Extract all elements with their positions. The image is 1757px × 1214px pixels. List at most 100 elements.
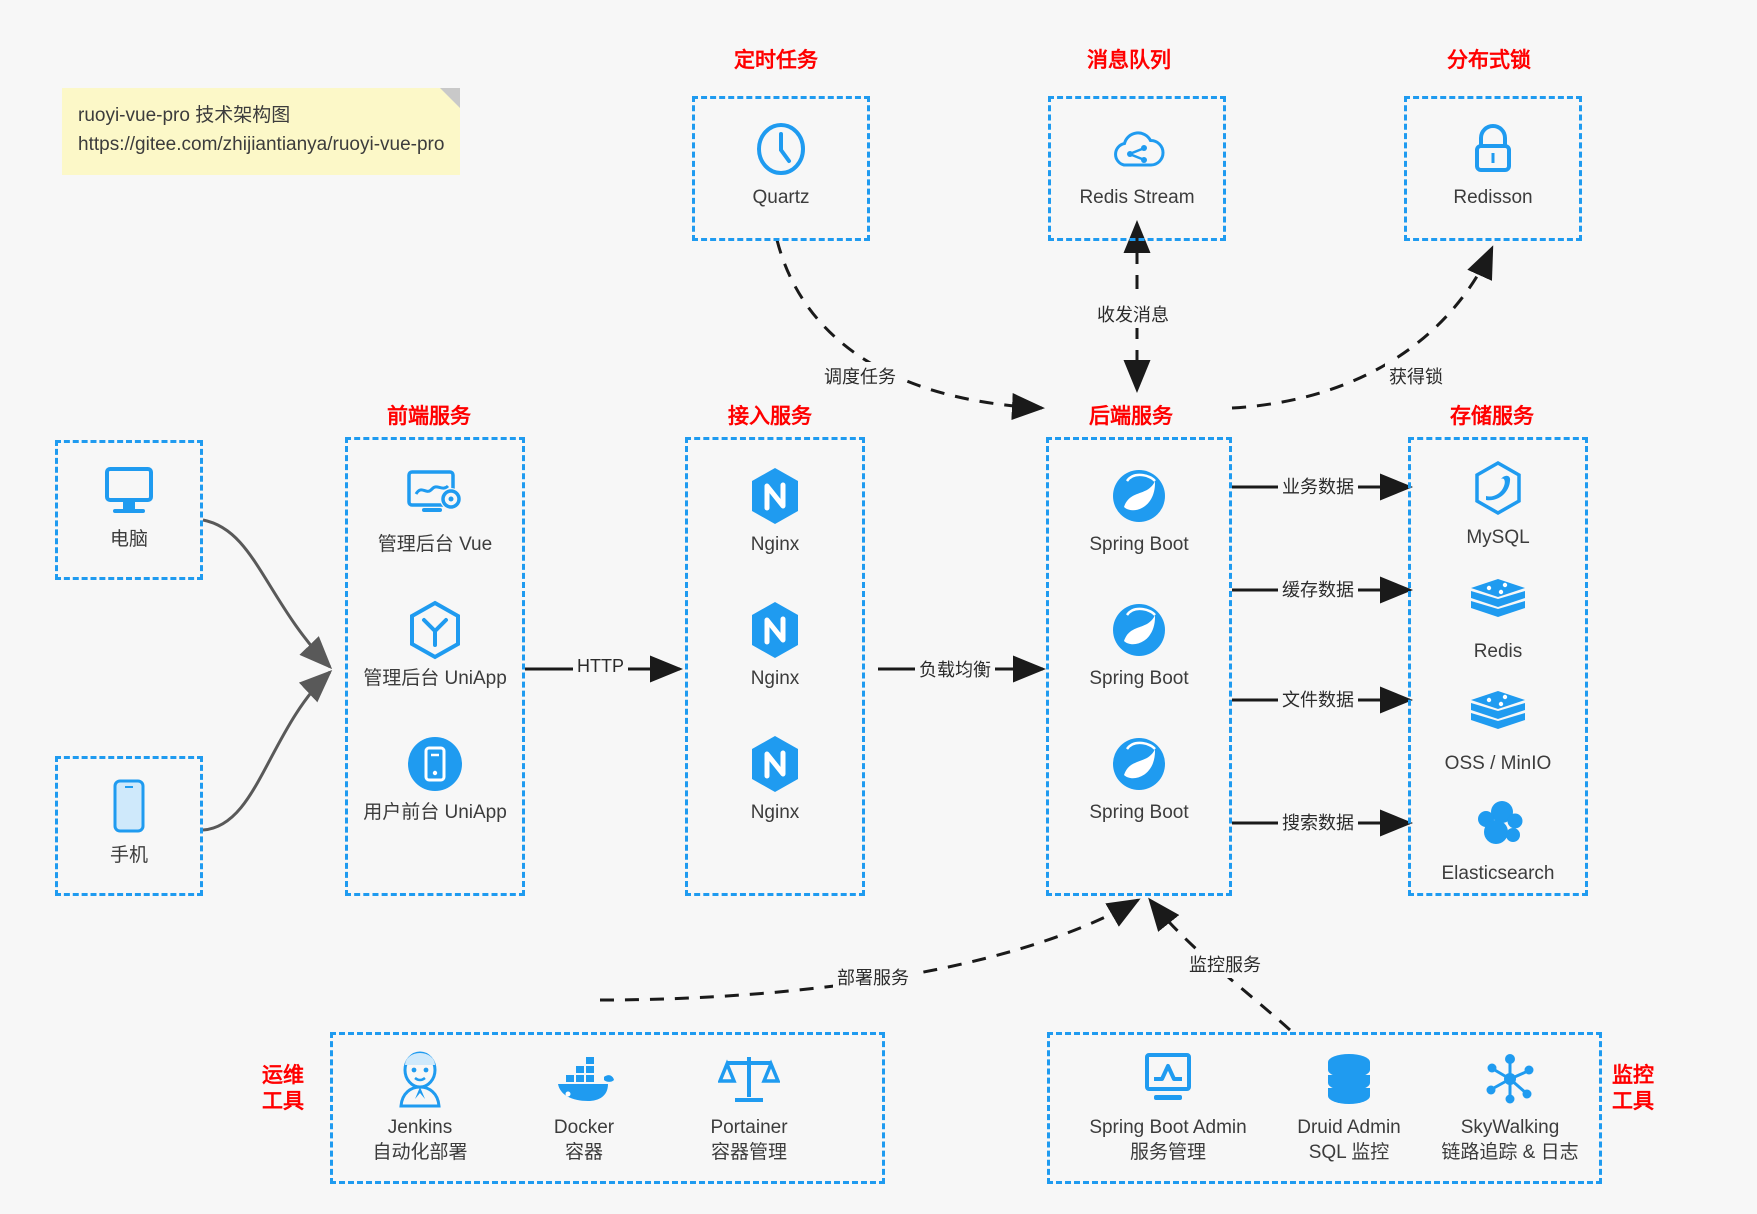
monitor-container — [1047, 1032, 1602, 1184]
lock-container — [1404, 96, 1582, 241]
node-skywalking: SkyWalking 链路追踪 & 日志 — [1420, 1048, 1600, 1165]
group-title-gateway: 接入服务 — [728, 405, 812, 428]
druid-admin-sublabel: SQL 监控 — [1308, 1141, 1390, 1163]
node-spring-boot-1: Spring Boot — [1064, 465, 1214, 558]
group-title-frontend: 前端服务 — [387, 405, 471, 428]
uniapp-hexagon-icon — [360, 599, 510, 661]
edge-label-monitor-service: 监控服务 — [1185, 950, 1265, 978]
admin-uniapp-label: 管理后台 UniApp — [363, 668, 507, 689]
edge-label-http: HTTP — [573, 655, 628, 678]
spring-boot-icon — [1064, 465, 1214, 527]
edge-label-send-receive-message: 收发消息 — [1093, 300, 1173, 328]
nginx-2-label: Nginx — [750, 668, 800, 689]
devops-container — [330, 1032, 885, 1184]
edge-label-cache-data: 缓存数据 — [1278, 575, 1358, 603]
quartz-label: Quartz — [752, 187, 810, 208]
node-elasticsearch: Elasticsearch — [1423, 794, 1573, 887]
spring-boot-admin-label: Spring Boot Admin — [1089, 1117, 1247, 1138]
scheduler-container — [692, 96, 870, 241]
redis-stream-label: Redis Stream — [1079, 187, 1195, 208]
spring-boot-icon — [1064, 733, 1214, 795]
node-nginx-3: Nginx — [700, 733, 850, 826]
node-nginx-1: Nginx — [700, 465, 850, 558]
node-redis: Redis — [1423, 572, 1573, 665]
storage-container — [1408, 437, 1588, 896]
client-mobile-container — [55, 756, 203, 896]
gateway-container — [685, 437, 865, 896]
client-desktop-container — [55, 440, 203, 580]
monitor-chart-icon — [1073, 1048, 1263, 1110]
group-title-devops: 运维 工具 — [262, 1063, 304, 1116]
group-title-devops-line2: 工具 — [262, 1090, 304, 1114]
group-title-monitor-line2: 工具 — [1612, 1090, 1654, 1114]
backend-container — [1046, 437, 1232, 896]
mysql-icon — [1423, 458, 1573, 520]
edge-label-business-data: 业务数据 — [1278, 472, 1358, 500]
node-admin-vue: 管理后台 Vue — [360, 465, 510, 558]
spring-boot-3-label: Spring Boot — [1089, 802, 1189, 823]
group-title-devops-line1: 运维 — [262, 1064, 304, 1087]
edge-label-deploy-service: 部署服务 — [833, 963, 913, 991]
frontend-container — [345, 437, 525, 896]
note-title: ruoyi-vue-pro 技术架构图 — [78, 105, 291, 126]
group-title-monitor: 监控 工具 — [1612, 1063, 1654, 1116]
spring-boot-admin-sublabel: 服务管理 — [1129, 1141, 1206, 1163]
oss-minio-icon — [1423, 684, 1573, 746]
nginx-icon — [700, 733, 850, 795]
elasticsearch-icon — [1423, 794, 1573, 856]
docker-sublabel: 容器 — [564, 1141, 603, 1163]
desktop-label: 电脑 — [109, 529, 148, 550]
jenkins-sublabel: 自动化部署 — [372, 1141, 468, 1163]
node-docker: Docker 容器 — [509, 1048, 659, 1165]
node-nginx-2: Nginx — [700, 599, 850, 692]
node-admin-uniapp: 管理后台 UniApp — [360, 599, 510, 692]
redis-label: Redis — [1473, 641, 1523, 662]
node-spring-boot-admin: Spring Boot Admin 服务管理 — [1073, 1048, 1263, 1165]
group-title-storage: 存储服务 — [1450, 405, 1534, 428]
spring-boot-1-label: Spring Boot — [1089, 534, 1189, 555]
skywalking-sublabel: 链路追踪 & 日志 — [1441, 1141, 1579, 1163]
mobile-app-icon — [360, 733, 510, 795]
mobile-phone-icon — [54, 776, 204, 838]
node-druid-admin: Druid Admin SQL 监控 — [1264, 1048, 1434, 1165]
note-fold-corner — [440, 88, 461, 108]
docker-icon — [509, 1048, 659, 1110]
druid-admin-label: Druid Admin — [1297, 1117, 1401, 1138]
elasticsearch-label: Elasticsearch — [1441, 863, 1555, 884]
nginx-icon — [700, 465, 850, 527]
admin-vue-label: 管理后台 Vue — [377, 534, 493, 555]
oss-minio-label: OSS / MinIO — [1444, 753, 1552, 774]
mysql-label: MySQL — [1466, 527, 1530, 548]
portainer-scale-icon — [674, 1048, 824, 1110]
group-title-backend: 后端服务 — [1089, 405, 1173, 428]
note-url: https://gitee.com/zhijiantianya/ruoyi-vu… — [78, 133, 445, 155]
nginx-1-label: Nginx — [750, 534, 800, 555]
node-desktop: 电脑 — [54, 460, 204, 553]
edge-label-schedule-task: 调度任务 — [820, 362, 900, 390]
skywalking-label: SkyWalking — [1460, 1117, 1560, 1138]
lock-icon — [1418, 118, 1568, 180]
skywalking-icon — [1420, 1048, 1600, 1110]
group-title-lock: 分布式锁 — [1447, 49, 1531, 72]
node-spring-boot-3: Spring Boot — [1064, 733, 1214, 826]
jenkins-icon — [345, 1048, 495, 1110]
node-spring-boot-2: Spring Boot — [1064, 599, 1214, 692]
node-redisson: Redisson — [1418, 118, 1568, 211]
redis-icon — [1423, 572, 1573, 634]
database-icon — [1264, 1048, 1434, 1110]
redisson-label: Redisson — [1453, 187, 1533, 208]
desktop-icon — [54, 460, 204, 522]
jenkins-label: Jenkins — [387, 1117, 453, 1138]
spring-boot-icon — [1064, 599, 1214, 661]
diagram-note: ruoyi-vue-pro 技术架构图 https://gitee.com/zh… — [62, 88, 461, 175]
docker-label: Docker — [553, 1117, 615, 1138]
group-title-mq: 消息队列 — [1087, 49, 1171, 72]
user-uniapp-label: 用户前台 UniApp — [363, 802, 507, 823]
nginx-3-label: Nginx — [750, 802, 800, 823]
group-title-monitor-line1: 监控 — [1612, 1064, 1654, 1087]
edge-label-load-balance: 负载均衡 — [915, 655, 995, 683]
node-mysql: MySQL — [1423, 458, 1573, 551]
node-oss-minio: OSS / MinIO — [1423, 684, 1573, 777]
nginx-icon — [700, 599, 850, 661]
cloud-stream-icon — [1062, 118, 1212, 180]
